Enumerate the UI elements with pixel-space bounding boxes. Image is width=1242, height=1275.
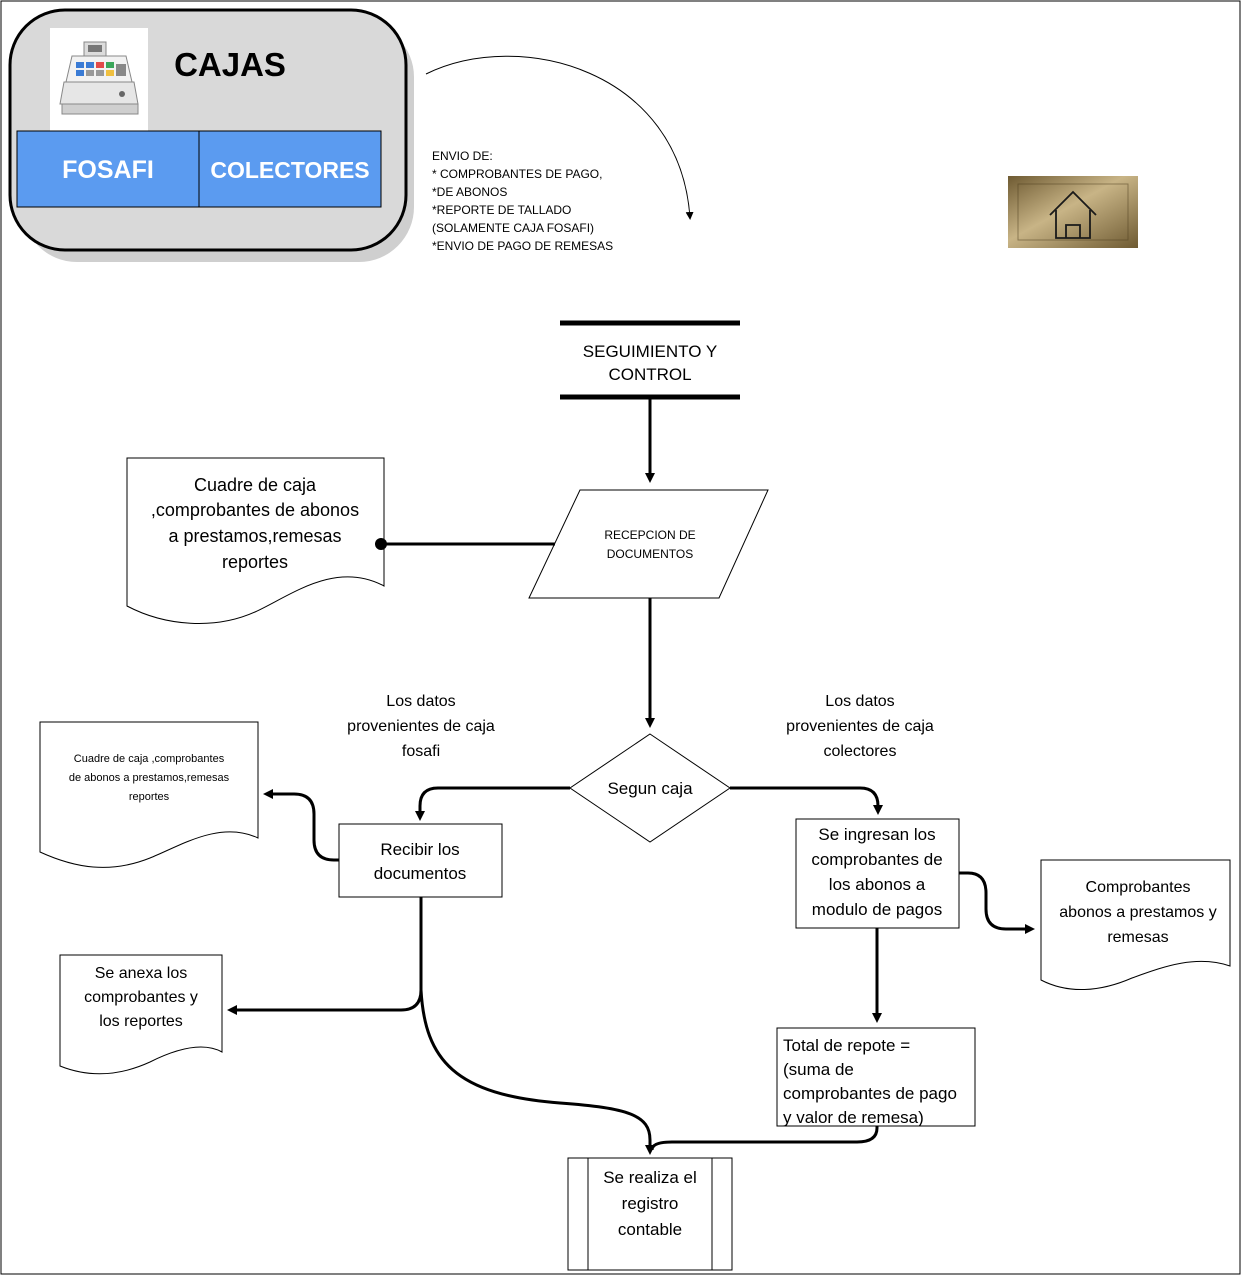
connector xyxy=(415,786,570,821)
annex-line: comprobantes y xyxy=(84,989,198,1006)
receive-line: documentos xyxy=(374,864,467,883)
enter-vouchers-node: Se ingresan los comprobantes de los abon… xyxy=(795,818,960,929)
register-line: registro xyxy=(622,1194,679,1213)
doc-left-line: reportes xyxy=(129,791,170,803)
total-line: (suma de xyxy=(783,1060,854,1079)
connector-dot xyxy=(375,538,387,550)
total-line: Total de repote = xyxy=(783,1036,910,1055)
doc-top-line: ,comprobantes de abonos xyxy=(151,500,359,520)
start-node: SEGUIMIENTO Y CONTROL xyxy=(560,320,740,400)
shipment-note: ENVIO DE: * COMPROBANTES DE PAGO, *DE AB… xyxy=(432,149,613,253)
doc-top-line: a prestamos,remesas xyxy=(168,526,341,546)
enter-line: Se ingresan los xyxy=(818,825,935,844)
cajas-title: CAJAS xyxy=(174,46,286,83)
register-line: Se realiza el xyxy=(603,1168,697,1187)
document-left: Cuadre de caja ,comprobantes de abonos a… xyxy=(39,721,259,868)
tab-colectores[interactable]: COLECTORES xyxy=(198,130,382,208)
enter-line: comprobantes de xyxy=(811,850,942,869)
fosafi-branch-label: Los datos provenientes de caja fosafi xyxy=(347,693,495,760)
connector xyxy=(650,1126,879,1151)
shipment-line: *DE ABONOS xyxy=(432,185,507,199)
total-line: y valor de remesa) xyxy=(783,1108,924,1127)
colectores-label-line: colectores xyxy=(824,743,897,760)
enter-line: los abonos a xyxy=(829,875,926,894)
document-right: Comprobantes abonos a prestamos y remesa… xyxy=(1040,859,1231,990)
tab-fosafi[interactable]: FOSAFI xyxy=(16,130,200,208)
shipment-line: * COMPROBANTES DE PAGO, xyxy=(432,167,602,181)
accounting-register-node: Se realiza el registro contable xyxy=(567,1157,733,1271)
doc-right-line: Comprobantes xyxy=(1086,879,1191,896)
receive-line: Recibir los xyxy=(380,840,459,859)
register-line: contable xyxy=(618,1220,682,1239)
home-button[interactable] xyxy=(1008,176,1138,248)
colectores-branch-label: Los datos provenientes de caja colectore… xyxy=(786,693,934,760)
fosafi-label-line: fosafi xyxy=(402,743,440,760)
start-line: CONTROL xyxy=(608,365,691,384)
decision-node: Segun caja xyxy=(569,733,731,843)
doc-right-line: abonos a prestamos y xyxy=(1059,904,1216,921)
fosafi-label-line: provenientes de caja xyxy=(347,718,495,735)
connector xyxy=(227,897,423,1015)
shipment-arrow xyxy=(425,55,694,220)
receive-documents-node: Recibir los documentos xyxy=(338,823,503,898)
tab-fosafi-label: FOSAFI xyxy=(62,156,154,184)
connector xyxy=(730,786,883,815)
doc-right-line: remesas xyxy=(1107,929,1168,946)
doc-top-line: Cuadre de caja xyxy=(194,475,317,495)
start-line: SEGUIMIENTO Y xyxy=(583,342,717,361)
doc-left-line: de abonos a prestamos,remesas xyxy=(69,772,230,784)
home-icon xyxy=(1049,190,1097,239)
cash-register-icon xyxy=(50,28,148,132)
shipment-line: ENVIO DE: xyxy=(432,149,493,163)
tab-colectores-label: COLECTORES xyxy=(210,157,369,183)
connector xyxy=(959,871,1035,934)
document-annex: Se anexa los comprobantes y los reportes xyxy=(59,954,223,1075)
cajas-panel: CAJAS FOSAFI COLECTORES xyxy=(8,8,414,262)
colectores-label-line: Los datos xyxy=(825,693,894,710)
annex-line: Se anexa los xyxy=(95,965,188,982)
connector xyxy=(419,989,655,1155)
doc-left-line: Cuadre de caja ,comprobantes xyxy=(74,753,225,765)
document-top: Cuadre de caja ,comprobantes de abonos a… xyxy=(126,457,385,624)
fosafi-label-line: Los datos xyxy=(386,693,455,710)
reception-line: RECEPCION DE xyxy=(604,528,695,542)
colectores-label-line: provenientes de caja xyxy=(786,718,934,735)
shipment-line: *ENVIO DE PAGO DE REMESAS xyxy=(432,239,613,253)
total-line: comprobantes de pago xyxy=(783,1084,957,1103)
reception-line: DOCUMENTOS xyxy=(607,547,693,561)
annex-line: los reportes xyxy=(99,1013,183,1030)
connector xyxy=(263,789,339,862)
doc-top-line: reportes xyxy=(222,552,288,572)
reception-node: RECEPCION DE DOCUMENTOS xyxy=(528,489,769,599)
total-report-node: Total de repote = (suma de comprobantes … xyxy=(776,1027,976,1127)
enter-line: modulo de pagos xyxy=(812,900,942,919)
shipment-line: *REPORTE DE TALLADO xyxy=(432,203,571,217)
decision-label: Segun caja xyxy=(607,779,693,798)
shipment-line: (SOLAMENTE CAJA FOSAFI) xyxy=(432,221,594,235)
